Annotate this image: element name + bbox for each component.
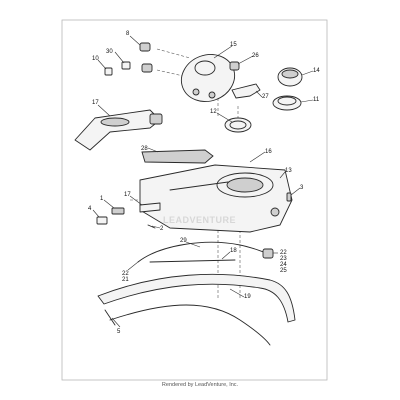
callout-17: 17 [92,100,99,106]
side-trim-rails [97,273,296,346]
callout-10: 10 [92,56,99,62]
callout-5: 5 [117,329,121,335]
console-cover-top [74,109,163,151]
callout-27: 27 [262,94,269,100]
callout-4: 4 [88,206,92,212]
callout-8: 8 [126,31,130,37]
tank-console [139,164,293,233]
callout-14: 14 [313,68,320,74]
callout-19: 19 [244,294,251,300]
bolt-3 [286,192,292,202]
harness-connector [262,248,274,259]
callout-22b: 22 [122,271,129,277]
part-27-bracket [231,83,261,99]
trim-strip [141,149,214,164]
leader-lines [92,35,314,328]
callout-12: 12 [210,109,217,115]
callout-1: 1 [100,196,104,202]
callout-17b: 17 [124,192,131,198]
trim-strip-18 [149,259,236,263]
callout-2: 2 [160,226,164,232]
callout-30: 30 [106,49,113,55]
callout-18: 18 [230,248,237,254]
diagram-frame [61,19,328,381]
callout-13: 13 [285,168,292,174]
tank-base-plate [180,54,236,102]
watermark: LEADVENTURE [163,215,236,225]
render-credit: Rendered by LeadVenture, Inc. [161,382,239,388]
fuel-cap [277,67,303,87]
pin-5 [104,309,116,326]
callout-26: 26 [252,53,259,59]
cap-ring [272,95,302,111]
callout-3: 3 [300,185,304,191]
callout-25: 25 [280,268,287,274]
callout-11: 11 [313,97,320,103]
fastener-clips [104,42,153,76]
callout-28: 28 [141,146,148,152]
callout-29: 29 [180,238,187,244]
callout-23: 23 [280,256,287,262]
lower-bracket-set [96,202,161,229]
part-26-grommet [229,61,240,71]
callout-16: 16 [265,149,272,155]
callout-21: 21 [122,277,129,283]
callout-15: 15 [230,42,237,48]
callout-22: 22 [280,250,287,256]
callout-24: 24 [280,262,287,268]
callout-labels: 8 15 26 30 10 14 11 27 12 17 28 16 13 3 … [88,31,320,335]
wiring-harness [137,241,271,263]
